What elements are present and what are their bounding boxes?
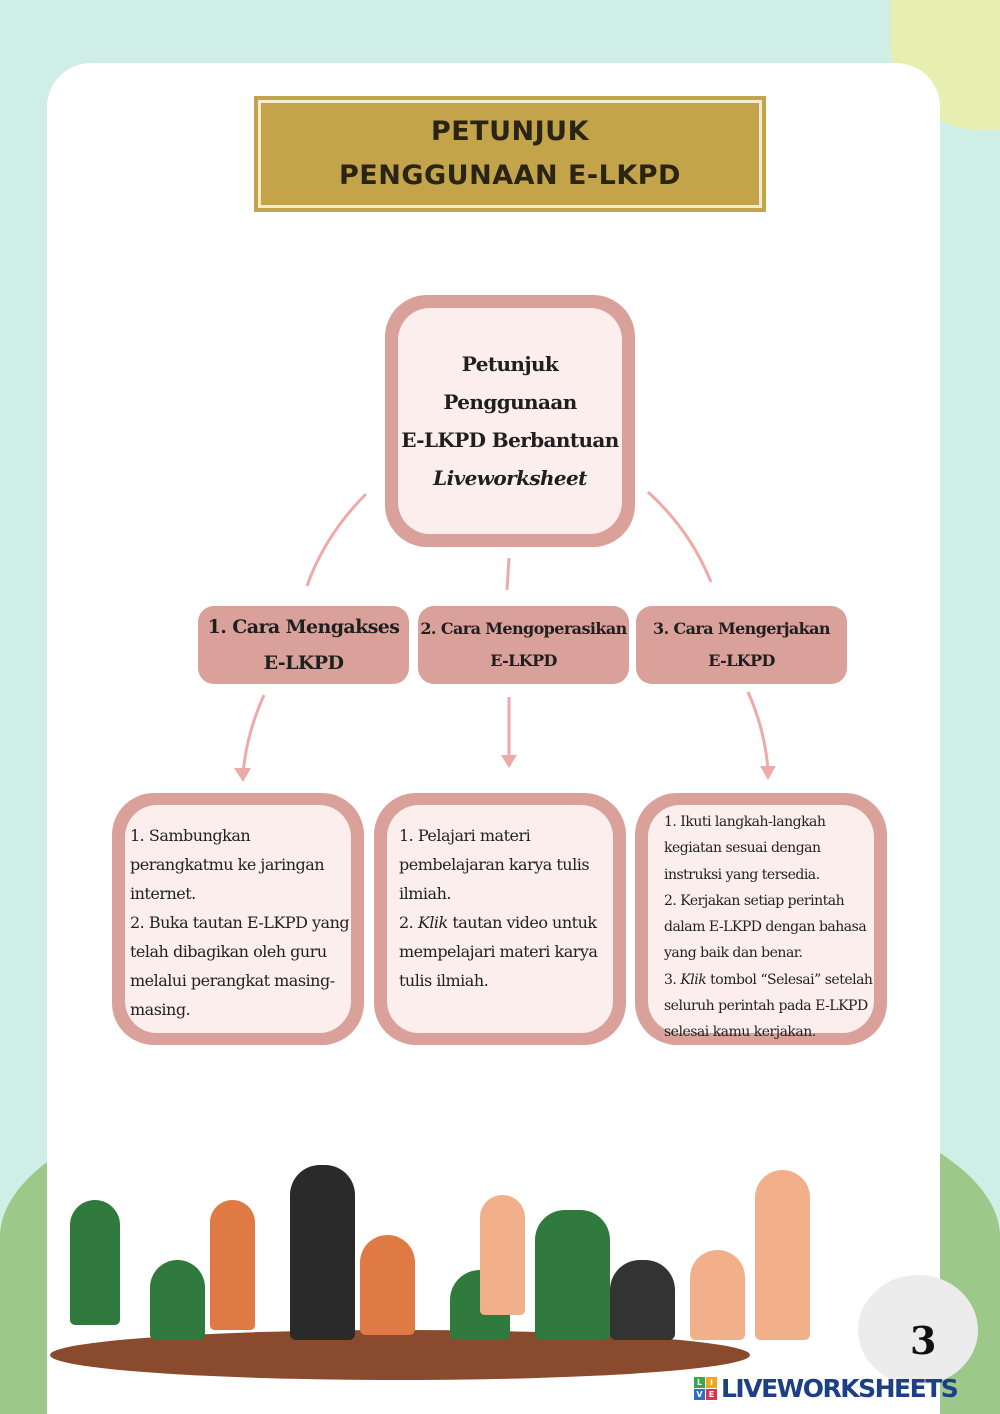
title-banner: PETUNJUK PENGGUNAAN E-LKPD	[258, 100, 762, 208]
gardener-figure	[480, 1195, 525, 1315]
title-line2: PENGGUNAAN E-LKPD	[339, 160, 681, 191]
connector-left	[305, 492, 368, 587]
category-label: E-LKPD	[708, 651, 775, 670]
steps-text: 1. Sambungkan perangkatmu ke jaringan in…	[130, 826, 350, 1019]
steps-operate-box: 1. Pelajari materi pembelajaran karya tu…	[374, 793, 626, 1045]
steps-work-box: 1. Ikuti langkah-langkah kegiatan sesuai…	[635, 793, 887, 1045]
gardener-figure	[360, 1235, 415, 1335]
title-line1: PETUNJUK	[430, 116, 590, 147]
arrowhead-left	[234, 768, 251, 782]
gardener-figure	[610, 1260, 675, 1340]
gardener-figure	[70, 1200, 120, 1325]
arrow-right	[746, 691, 770, 771]
page-number-badge	[858, 1275, 978, 1385]
steps-text: 1. Pelajari materi pembelajaran karya tu…	[399, 826, 598, 990]
center-line: Petunjuk	[461, 352, 559, 376]
connector-right	[646, 490, 713, 583]
connectors	[234, 490, 776, 782]
gardener-figure	[210, 1200, 255, 1330]
gardener-figure	[690, 1250, 745, 1340]
page-number: 3	[910, 1318, 937, 1363]
center-line: Penggunaan	[443, 390, 577, 414]
arrow-left	[241, 694, 266, 776]
gardener-figure	[150, 1260, 205, 1340]
steps-text: 1. Ikuti langkah-langkah kegiatan sesuai…	[664, 814, 873, 1041]
center-line: E-LKPD Berbantuan	[401, 428, 619, 452]
gardener-figure	[755, 1170, 810, 1340]
arrowhead-middle	[501, 755, 517, 768]
arrowhead-right	[760, 766, 776, 780]
category-label: 3. Cara Mengerjakan	[653, 619, 831, 638]
steps-access-box: 1. Sambungkan perangkatmu ke jaringan in…	[112, 793, 364, 1045]
gardener-figure	[290, 1165, 355, 1340]
center-italic: Liveworksheet	[433, 466, 587, 490]
category-label: E-LKPD	[263, 652, 344, 674]
gardener-figure	[535, 1210, 610, 1340]
category-label: 2. Cara Mengoperasikan	[420, 619, 627, 638]
category-label: E-LKPD	[490, 651, 557, 670]
connector-middle	[505, 557, 511, 591]
category-label: 1. Cara Mengakses	[207, 616, 400, 638]
main-topic-box: Petunjuk Penggunaan E-LKPD Berbantuan Li…	[385, 295, 635, 547]
logo-text: LIVEWORKSHEETS	[721, 1374, 959, 1403]
